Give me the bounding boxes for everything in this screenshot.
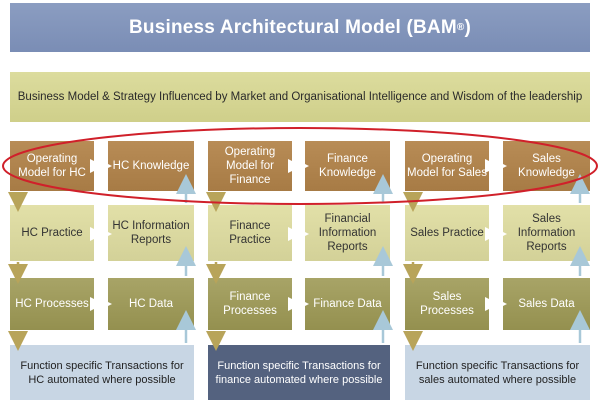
- highlight-ellipse: [2, 127, 598, 205]
- hc-knowledge-box: HC Knowledge: [108, 141, 194, 191]
- finance-transactions-box: Function specific Transactions for finan…: [208, 345, 390, 400]
- diagram-title-close: ): [464, 16, 471, 38]
- registered-mark: ®: [456, 22, 465, 33]
- sales-transactions-box: Function specific Transactions for sales…: [405, 345, 590, 400]
- finance-knowledge-box: Finance Knowledge: [305, 141, 390, 191]
- double-arrow-group: [90, 159, 507, 311]
- sales-practice-box: Sales Practice: [405, 205, 489, 261]
- finance-processes-box: Finance Processes: [208, 278, 292, 330]
- down-arrow-group: [8, 192, 423, 351]
- sales-data-box: Sales Data: [503, 278, 590, 330]
- diagram-title-text: Business Architectural Model (BAM: [128, 16, 457, 38]
- hc-practice-box: HC Practice: [10, 205, 94, 261]
- sales-processes-box: Sales Processes: [405, 278, 489, 330]
- strategy-banner: Business Model & Strategy Influenced by …: [10, 72, 590, 122]
- up-arrow-group: [176, 174, 590, 343]
- diagram-title: Business Architectural Model (BAM®): [10, 3, 590, 52]
- finance-practice-box: Finance Practice: [208, 205, 292, 261]
- operating-model-sales-box: Operating Model for Sales: [405, 141, 489, 191]
- operating-model-hc-box: Operating Model for HC: [10, 141, 94, 191]
- hc-transactions-box: Function specific Transactions for HC au…: [10, 345, 194, 400]
- operating-model-finance-box: Operating Model for Finance: [208, 141, 292, 191]
- hc-processes-box: HC Processes: [10, 278, 94, 330]
